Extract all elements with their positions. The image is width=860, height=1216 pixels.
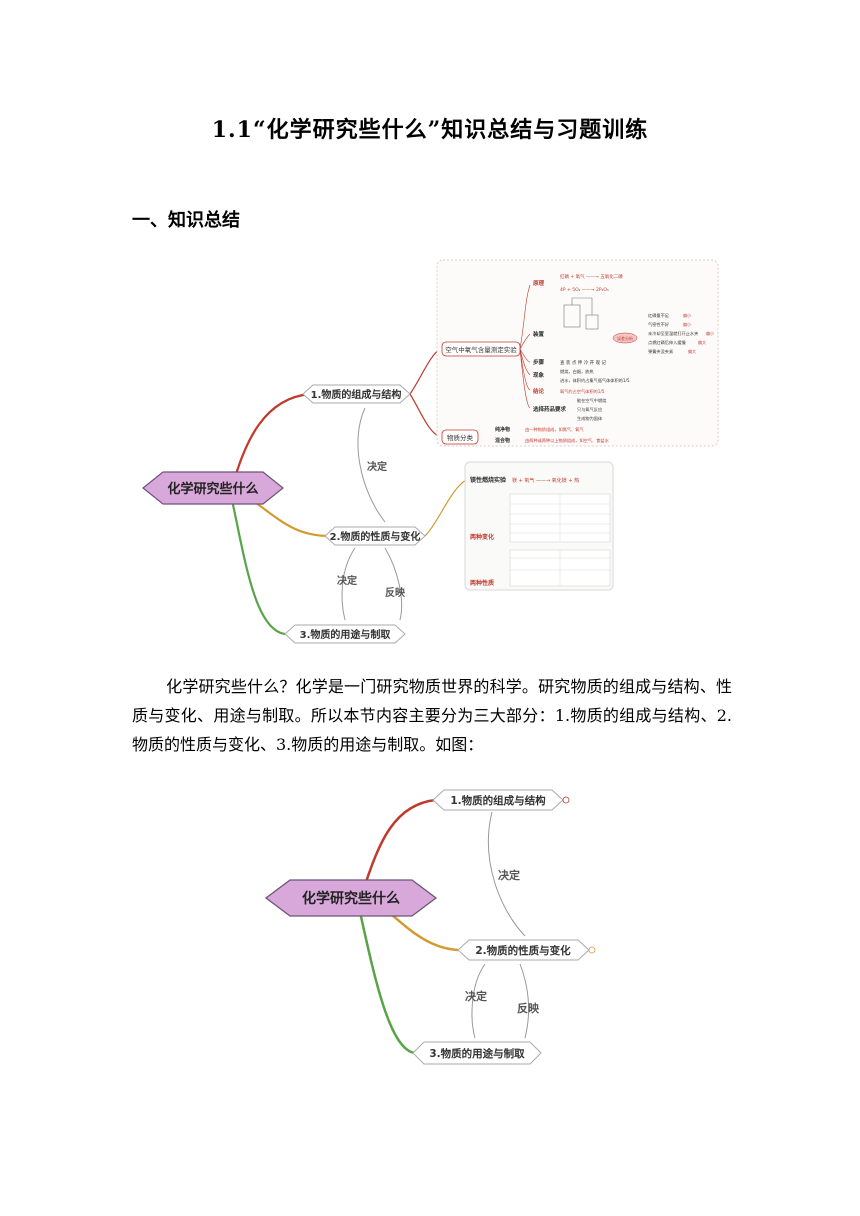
connector-branch3 [230,499,286,636]
body-paragraph-text: 化学研究些什么？化学是一门研究物质世界的科学。研究物质的组成与结构、性质与变化、… [132,677,732,754]
reagent-1: 能在空气中燃烧 [577,397,607,404]
conclusion-label: 结论 [533,387,545,395]
mg-experiment-label: 镁性燃烧实验 [470,476,506,484]
label-decide-1: 决定 [367,460,387,473]
connector-simple-branch1 [363,798,436,886]
two-properties-label: 两种性质 [470,579,494,587]
error-1-result: 偏小 [683,312,691,318]
section-heading: 一、知识总结 [132,210,240,231]
error-3: 未冷却至室温就打开止水夹 [648,330,698,337]
apparatus-label: 装置 [533,330,545,338]
simple-root-label: 化学研究些什么 [302,890,400,907]
error-4: 点燃红磷后伸入缓慢 [648,339,687,346]
detailed-mindmap-figure: 决定 决定 反映 化学研究些什么 1.物质的组成与结构 2.物质的性质与变化 3… [142,259,719,644]
error-3-result: 偏小 [706,330,714,336]
mg-formula: 镁 + 氧气 ——→ 氧化镁 + 热 [512,477,579,484]
connector-detail2 [424,479,467,537]
principle-formula-2: 4P + 5O₂ ——→ 2P₂O₅ [560,287,609,293]
simple-branch3-node [412,1041,542,1065]
reagent-3: 生成物为固体 [577,415,603,422]
principle-formula: 红磷 + 氧气 ——→ 五氧化二磷 [560,273,623,280]
simple-root-node [264,879,438,917]
label-reflect: 反映 [385,586,406,599]
branch3-label: 3.物质的用途与制取 [300,628,392,641]
arrow-decide-1 [357,407,386,523]
simple-branch3-label: 3.物质的用途与制取 [429,1047,525,1060]
error-5: 弹簧夹没夹紧 [648,348,673,355]
error-node [612,332,638,344]
pure-label: 纯净物 [495,426,510,433]
apparatus-drawing [563,297,599,330]
arrow-simple-decide-1 [488,811,526,937]
steps-label: 步骤 [533,358,545,366]
simple-label-decide-2: 决定 [465,989,487,1003]
classify-label: 物质分类 [447,433,474,442]
branch3-node [284,624,406,644]
error-1: 红磷量不足 [648,312,670,319]
air-experiment-label: 空气中氧气含量测定实验 [445,345,517,354]
label-decide-2: 决定 [337,574,357,587]
principle-label: 原理 [533,279,545,287]
reagent-2: 只与氧气反应 [577,406,602,413]
phenomena-label: 现象 [533,371,545,379]
document-title: 1.1“化学研究些什么”知识总结与习题训练 [211,117,649,143]
reagent-label: 选择药品要求 [533,405,567,413]
branch1-node [302,384,411,404]
simple-branch1-expander[interactable] [562,796,570,804]
detail-panel-1 [436,259,719,447]
steps-text: 查 装 点 伸 冷 开 观 记 [560,359,607,366]
arrow-decide-2 [341,547,356,621]
error-5-result: 偏大 [688,348,696,354]
mixture-text: 由两种或两种以上物质组成，如空气、食盐水 [525,437,610,444]
mixture-label: 混合物 [495,437,510,444]
branch2-node [324,526,426,546]
simple-label-reflect: 反映 [517,1001,540,1015]
body-paragraph: 化学研究些什么？化学是一门研究物质世界的科学。研究物质的组成与结构、性质与变化、… [132,672,732,759]
simple-branch2-expander[interactable] [588,946,596,954]
air-sub-connectors [519,284,531,409]
branch1-label: 1.物质的组成与结构 [311,388,402,401]
root-node [142,471,284,505]
connector-simple-branch3 [358,911,416,1055]
classify-node [441,429,479,445]
error-4-result: 偏大 [698,339,706,345]
phenomena-text-2: 进水，体积约占集气瓶气体体积的1/5 [560,377,630,384]
conclusion-text: 氧气约占空气体积的1/5 [560,388,605,395]
branch2-label: 2.物质的性质与变化 [330,530,421,543]
simple-branch1-label: 1.物质的组成与结构 [450,794,546,807]
arrow-simple-reflect [519,963,530,1039]
phenomena-text-1: 燃烧，白烟，放热 [560,368,594,375]
connector-branch2 [251,499,331,538]
arrow-reflect [384,547,403,621]
error-label: 误差分析 [617,335,633,341]
root-label: 化学研究些什么 [167,481,258,497]
arrow-simple-decide-2 [471,963,486,1039]
error-2-result: 偏小 [683,321,691,327]
simple-branch2-label: 2.物质的性质与变化 [475,944,571,957]
two-changes-label: 两种变化 [470,533,494,541]
pure-text: 由一种物质组成，如氮气、氧气 [525,426,584,433]
simple-label-decide-1: 决定 [498,868,520,882]
error-2: 气密性不好 [648,321,669,328]
